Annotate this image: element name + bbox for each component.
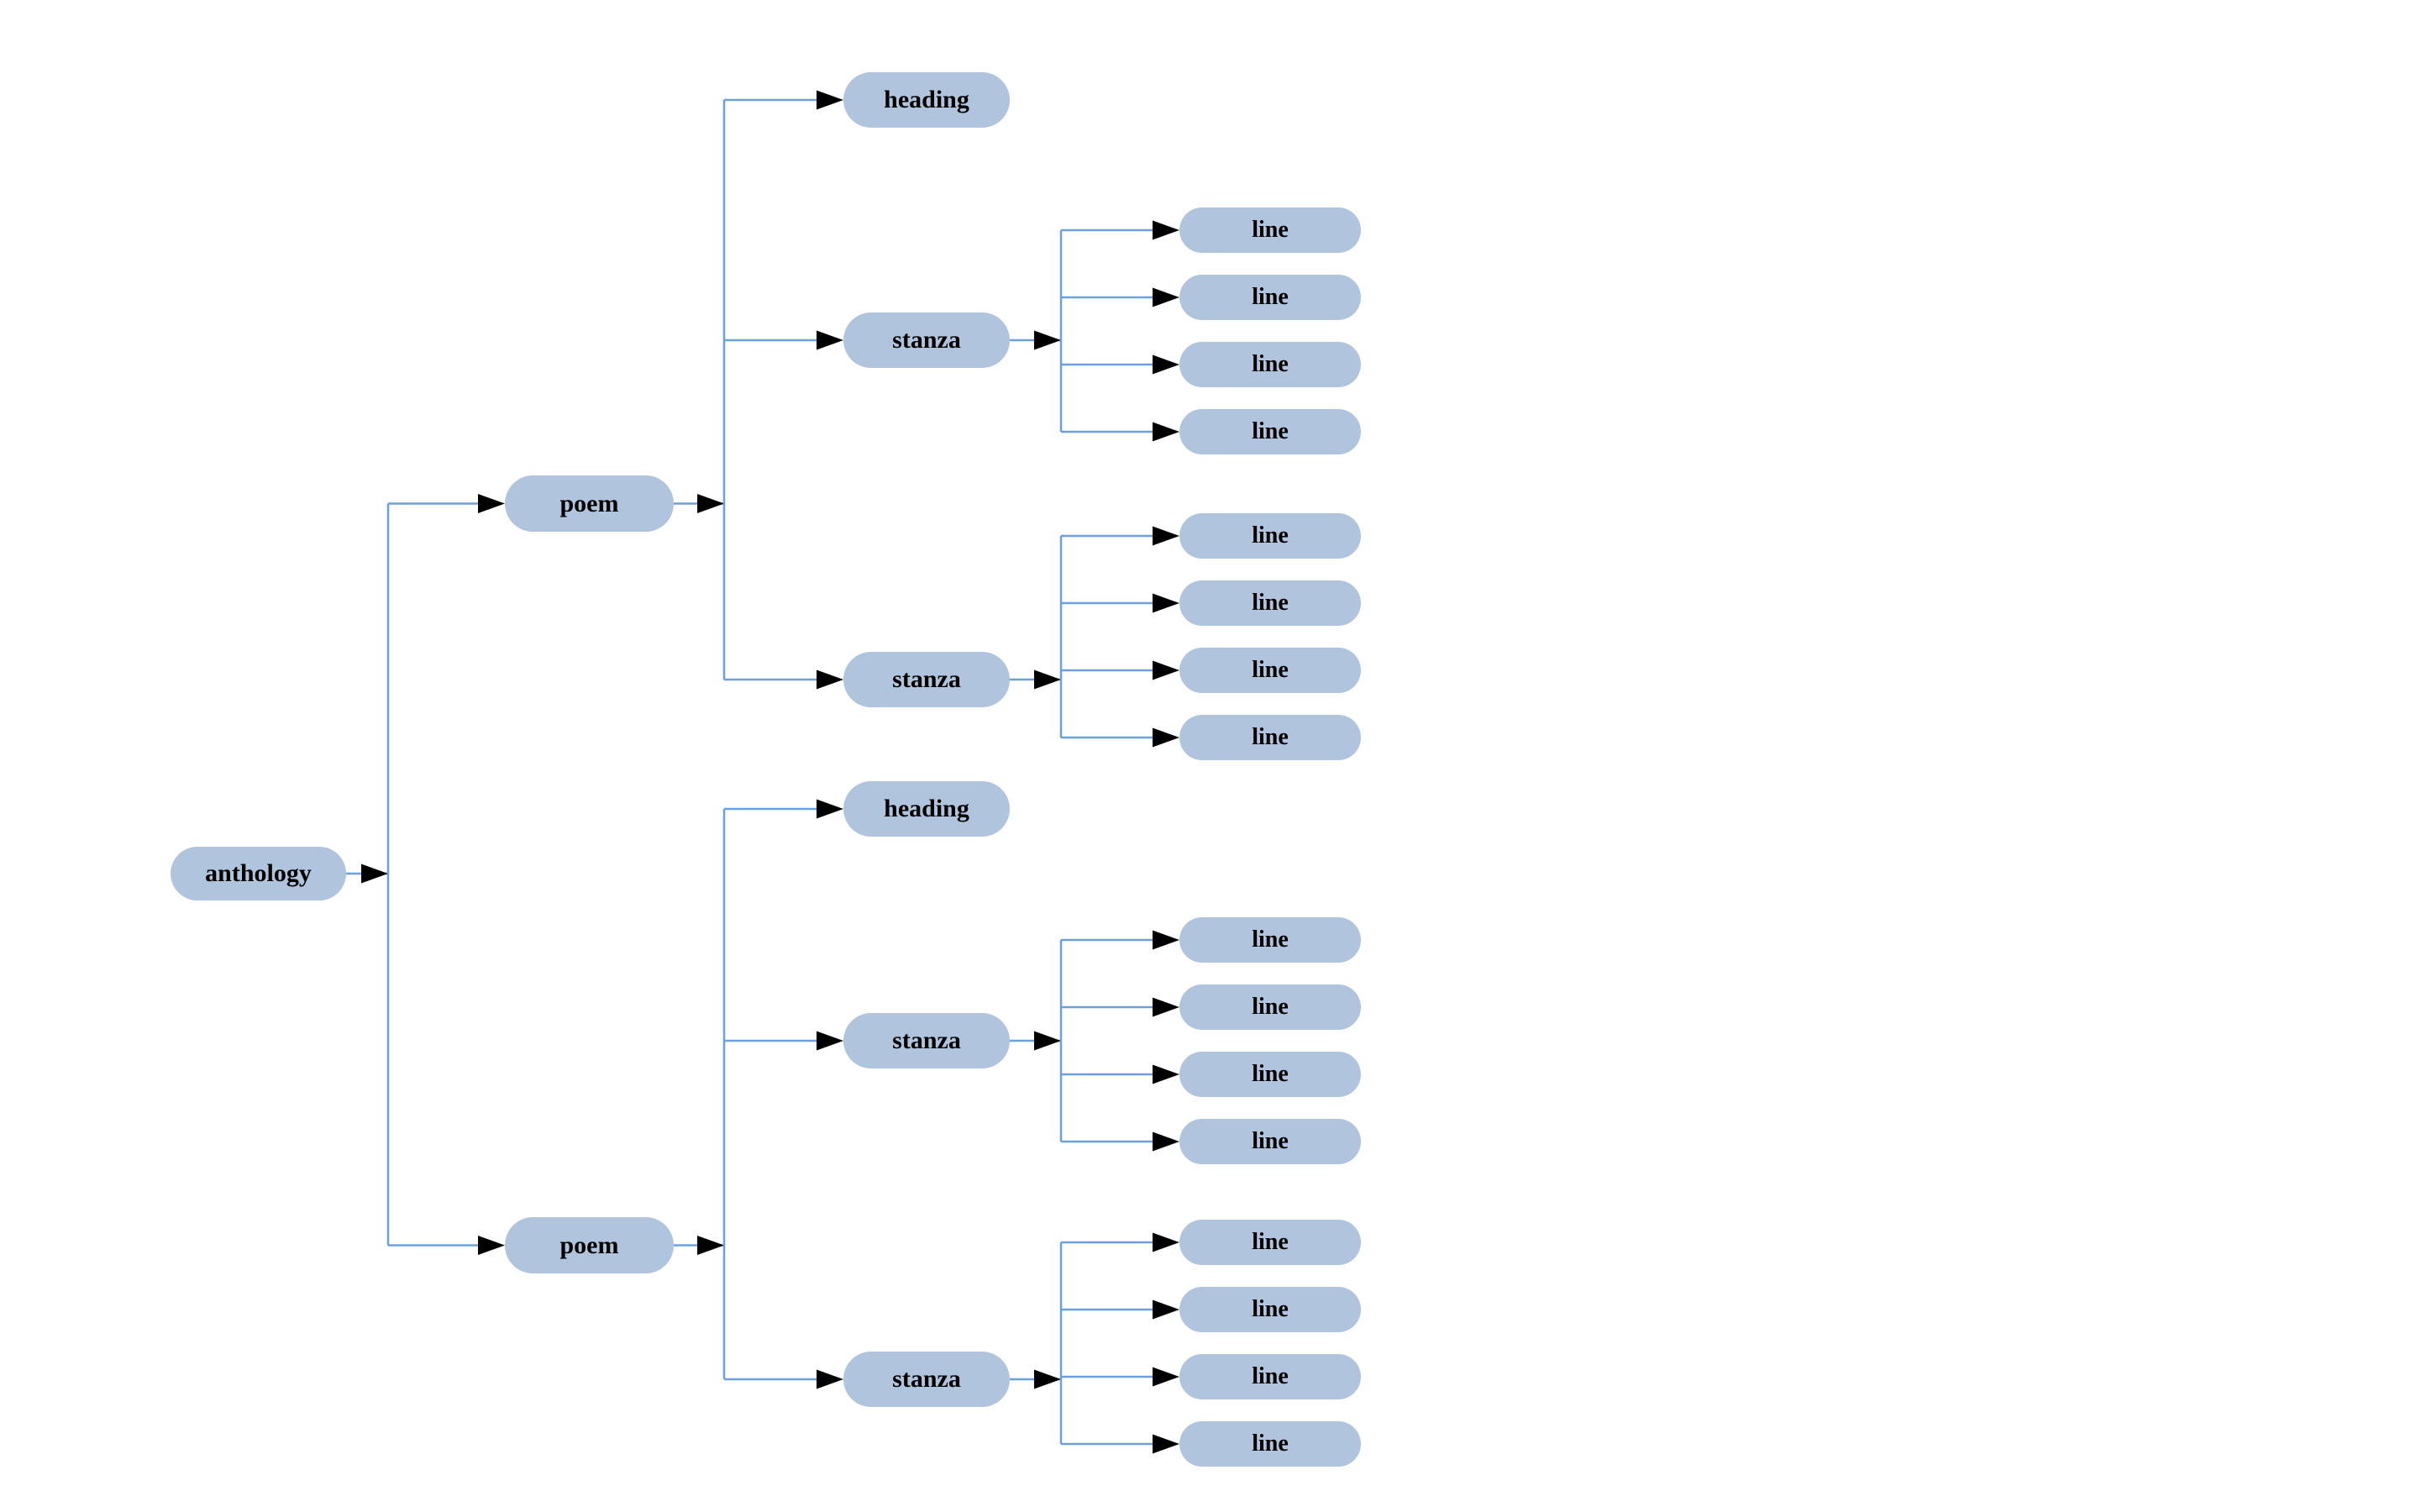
- arrowhead-into-line-2-3: [1153, 660, 1179, 680]
- node-label: poem: [559, 1231, 619, 1259]
- arrowhead-into-line-4-4: [1153, 1434, 1179, 1454]
- arrowhead-into-heading-1: [817, 90, 843, 110]
- node-label: heading: [884, 86, 969, 113]
- node-line-1-4[interactable]: line: [1179, 409, 1361, 454]
- arrowhead-into-trunk-group-stanza-1: [1034, 330, 1061, 350]
- arrowhead-into-trunk-group-stanza-4: [1034, 1369, 1061, 1389]
- node-line-2-4[interactable]: line: [1179, 715, 1361, 760]
- arrowhead-into-trunk-group-stanza-2: [1034, 669, 1061, 690]
- node-line-3-1[interactable]: line: [1179, 917, 1361, 963]
- arrowhead-into-line-3-1: [1153, 930, 1179, 950]
- arrowhead-into-stanza-2: [817, 669, 843, 690]
- arrowhead-into-trunk-group-stanza-3: [1034, 1031, 1061, 1051]
- arrowhead-into-line-3-2: [1153, 997, 1179, 1017]
- node-line-3-3[interactable]: line: [1179, 1052, 1361, 1097]
- arrowhead-into-line-4-3: [1153, 1367, 1179, 1387]
- arrowhead-into-trunk-group-anthology: [361, 864, 388, 884]
- arrowhead-into-poem-2: [478, 1236, 505, 1255]
- node-label: line: [1252, 1431, 1289, 1457]
- arrowhead-into-trunk-group-poem-1: [697, 494, 724, 513]
- node-anthology[interactable]: anthology: [171, 847, 346, 900]
- node-line-4-1[interactable]: line: [1179, 1220, 1361, 1265]
- arrowhead-into-line-1-1: [1153, 220, 1179, 240]
- node-label: stanza: [892, 1026, 961, 1054]
- node-line-2-1[interactable]: line: [1179, 513, 1361, 559]
- node-line-2-2[interactable]: line: [1179, 580, 1361, 626]
- node-stanza-4[interactable]: stanza: [843, 1352, 1010, 1407]
- node-line-4-4[interactable]: line: [1179, 1421, 1361, 1467]
- node-line-4-3[interactable]: line: [1179, 1354, 1361, 1399]
- arrowhead-into-line-1-2: [1153, 287, 1179, 307]
- node-label: line: [1252, 1128, 1289, 1154]
- arrowhead-into-stanza-1: [817, 330, 843, 350]
- arrowhead-into-line-3-3: [1153, 1064, 1179, 1084]
- node-label: stanza: [892, 326, 961, 354]
- node-label: line: [1252, 522, 1289, 549]
- arrowhead-into-line-3-4: [1153, 1131, 1179, 1152]
- node-poem-1[interactable]: poem: [505, 475, 674, 532]
- arrowhead-into-line-4-2: [1153, 1299, 1179, 1320]
- node-line-3-2[interactable]: line: [1179, 984, 1361, 1030]
- node-label: line: [1252, 657, 1289, 683]
- arrowhead-into-stanza-3: [817, 1031, 843, 1051]
- arrowhead-into-poem-1: [478, 494, 505, 513]
- node-heading-2[interactable]: heading: [843, 781, 1010, 837]
- node-label: poem: [559, 489, 619, 517]
- node-label: line: [1252, 351, 1289, 377]
- node-label: line: [1252, 927, 1289, 953]
- node-label: line: [1252, 418, 1289, 444]
- node-label: line: [1252, 1363, 1289, 1389]
- node-label: line: [1252, 724, 1289, 750]
- node-label: line: [1252, 994, 1289, 1020]
- node-label: line: [1252, 1061, 1289, 1087]
- node-label: heading: [884, 795, 969, 822]
- arrowhead-into-line-1-3: [1153, 354, 1179, 375]
- node-label: line: [1252, 1296, 1289, 1322]
- node-label: line: [1252, 284, 1289, 310]
- node-label: stanza: [892, 665, 961, 693]
- node-stanza-1[interactable]: stanza: [843, 312, 1010, 368]
- arrowhead-into-line-4-1: [1153, 1232, 1179, 1252]
- node-label: line: [1252, 1229, 1289, 1255]
- node-line-1-2[interactable]: line: [1179, 275, 1361, 320]
- node-heading-1[interactable]: heading: [843, 72, 1010, 128]
- node-line-3-4[interactable]: line: [1179, 1119, 1361, 1164]
- node-stanza-3[interactable]: stanza: [843, 1013, 1010, 1068]
- node-label: line: [1252, 217, 1289, 243]
- arrowhead-into-line-2-2: [1153, 593, 1179, 613]
- node-label: anthology: [205, 859, 312, 887]
- arrowhead-into-line-2-4: [1153, 727, 1179, 748]
- node-label: line: [1252, 590, 1289, 616]
- arrowhead-into-line-2-1: [1153, 526, 1179, 546]
- node-line-1-1[interactable]: line: [1179, 207, 1361, 253]
- node-line-4-2[interactable]: line: [1179, 1287, 1361, 1332]
- node-label: stanza: [892, 1365, 961, 1393]
- node-line-1-3[interactable]: line: [1179, 342, 1361, 387]
- arrowhead-into-trunk-group-poem-2: [697, 1236, 724, 1255]
- arrowhead-into-line-1-4: [1153, 422, 1179, 442]
- node-line-2-3[interactable]: line: [1179, 648, 1361, 693]
- arrowhead-into-heading-2: [817, 799, 843, 819]
- node-stanza-2[interactable]: stanza: [843, 652, 1010, 707]
- arrowhead-into-stanza-4: [817, 1369, 843, 1389]
- node-poem-2[interactable]: poem: [505, 1217, 674, 1273]
